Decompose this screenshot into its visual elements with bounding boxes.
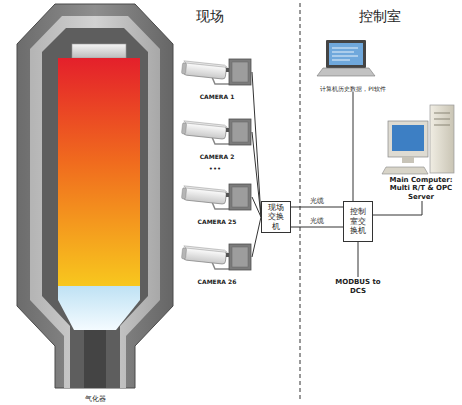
keyboard — [382, 167, 428, 174]
control-switch-node: 控制室交换机 — [343, 201, 373, 242]
gasifier-label: 气化器 — [85, 395, 106, 404]
cable-line — [353, 92, 354, 201]
zone-heading: 控制室 — [345, 8, 415, 24]
computer-symbol — [382, 105, 454, 174]
quench-zone — [58, 286, 140, 330]
ellipsis-mark: ••• — [195, 165, 235, 174]
burner-cap — [72, 44, 126, 58]
cable-line — [252, 72, 261, 217]
reaction-zone — [58, 58, 140, 286]
drive-slots — [434, 113, 450, 125]
field-switch-node: 现场交换机 — [261, 201, 291, 233]
cable-line — [373, 201, 422, 215]
interface-note: MODBUS to DCS — [333, 278, 383, 296]
camera-node: CAMERA 25 — [182, 183, 252, 225]
divider-line — [300, 3, 301, 402]
camera-node: CAMERA 2 — [182, 118, 252, 160]
gasifier-shell — [17, 4, 173, 388]
modbus-wire — [358, 241, 359, 277]
main-computer-node: Main Computer: Multi R/T & OPC Server — [384, 105, 458, 201]
main-computer-label: Main Computer: Multi R/T & OPC Server — [384, 176, 458, 202]
cable-line — [291, 207, 343, 208]
laptop-node: 计算机历史数据，PI软件 — [318, 40, 388, 92]
monitor-stand — [402, 157, 414, 163]
monitor-frame — [388, 121, 428, 157]
zone-heading: 现场 — [185, 8, 235, 24]
camera-label: CAMERA 1 — [200, 93, 235, 101]
camera-node: CAMERA 1 — [182, 58, 252, 100]
laptop-frame — [326, 40, 366, 68]
laptop-base — [317, 68, 375, 76]
control-switch-label: 控制室交换机 — [350, 207, 366, 236]
gasifier-inner-wall — [42, 28, 148, 388]
monitor-screen — [392, 125, 424, 151]
camera-node: CAMERA 26 — [182, 243, 252, 285]
laptop-label: 计算机历史数据，PI软件 — [320, 85, 385, 93]
camera-symbol — [181, 244, 251, 270]
gasifier-lining — [30, 16, 160, 388]
camera-label: CAMERA 26 — [198, 278, 237, 286]
cable-line — [252, 132, 261, 217]
computer-tower — [430, 105, 454, 173]
camera-label: CAMERA 2 — [200, 153, 235, 161]
laptop-symbol — [317, 40, 375, 76]
gasifier-node: 气化器 — [17, 3, 173, 403]
camera-symbol — [181, 119, 251, 145]
camera-symbol — [181, 59, 251, 85]
cable-label: 光缆 — [297, 217, 337, 226]
cable-line — [252, 197, 261, 217]
screen-lines — [332, 48, 358, 60]
cable-line — [291, 227, 343, 228]
cable-line — [252, 217, 261, 257]
camera-symbol — [181, 184, 251, 210]
slag-outlet — [84, 330, 106, 388]
camera-label: CAMERA 25 — [198, 218, 237, 226]
field-switch-label: 现场交换机 — [268, 203, 284, 232]
cable-label: 光缆 — [297, 197, 337, 206]
laptop-screen — [329, 43, 363, 65]
